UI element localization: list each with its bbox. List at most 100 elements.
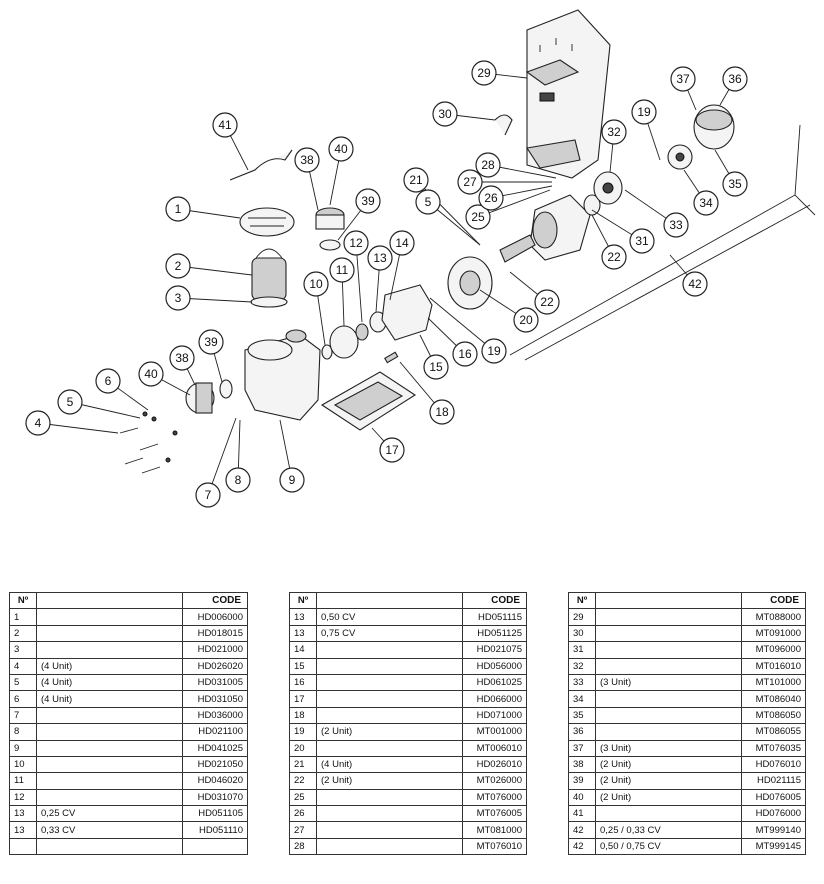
- description-cell: 0,25 CV: [36, 805, 183, 823]
- code-cell: MT101000: [741, 673, 806, 692]
- description-cell: [36, 739, 183, 757]
- callout-label-1: 1: [175, 202, 182, 216]
- o-ring-part: [321, 344, 333, 360]
- callout-label-14: 14: [395, 236, 409, 250]
- description-cell: [316, 673, 463, 692]
- description-cell: (4 Unit): [36, 690, 183, 708]
- table-row: 38(2 Unit)HD076010: [568, 755, 806, 774]
- description-cell: [595, 805, 742, 823]
- code-cell: MT086040: [741, 690, 806, 708]
- table-row: 12 HD031070: [9, 788, 248, 807]
- part-number-cell: 41: [568, 805, 596, 823]
- rotor-part: [499, 234, 536, 263]
- callout-circle: [57, 389, 83, 415]
- code-cell: MT076000: [462, 788, 527, 807]
- table-row: 6(4 Unit)HD031050: [9, 690, 248, 708]
- code-cell: HD066000: [462, 690, 527, 708]
- callout-circle: [670, 66, 696, 92]
- base-part: [320, 371, 417, 431]
- callout-label-12: 12: [349, 236, 363, 250]
- code-cell: HD021100: [182, 723, 248, 741]
- callout-label-28: 28: [481, 158, 495, 172]
- callout-label-36: 36: [728, 72, 742, 86]
- description-cell: [316, 657, 463, 675]
- callout-circle: [432, 101, 458, 127]
- code-cell: HD021075: [462, 641, 527, 659]
- callout-label-5: 5: [67, 395, 74, 409]
- table-row: 8 HD021100: [9, 723, 248, 741]
- code-cell: [182, 837, 248, 856]
- part-number-cell: 40: [568, 788, 596, 807]
- callout-circle: [629, 228, 655, 254]
- description-cell: (2 Unit): [316, 723, 463, 741]
- part-number-cell: 33: [568, 673, 596, 692]
- callout-circle: [682, 271, 708, 297]
- callout-label-29: 29: [477, 66, 491, 80]
- code-cell: HD031005: [182, 673, 248, 692]
- callout-circle: [478, 185, 504, 211]
- description-cell: [36, 772, 183, 790]
- description-cell: [595, 657, 742, 675]
- code-cell: HD031070: [182, 788, 248, 807]
- part-number-cell: 13: [9, 805, 37, 823]
- description-cell: [36, 706, 183, 725]
- callout-label-19: 19: [637, 105, 651, 119]
- description-cell: 0,33 CV: [36, 821, 183, 839]
- description-cell: [316, 706, 463, 725]
- description-cell: (2 Unit): [595, 788, 742, 807]
- description-cell: [595, 624, 742, 643]
- description-cell: [316, 821, 463, 839]
- part-number-cell: 12: [9, 788, 37, 807]
- description-cell: (4 Unit): [36, 673, 183, 692]
- description-cell: (4 Unit): [316, 755, 463, 774]
- callout-circle: [165, 196, 191, 222]
- callout-circle: [471, 60, 497, 86]
- callout-label-40: 40: [144, 367, 158, 381]
- callout-label-20: 20: [519, 313, 533, 327]
- callout-label-40: 40: [334, 142, 348, 156]
- description-cell: [316, 788, 463, 807]
- part-number-cell: 36: [568, 723, 596, 741]
- description-cell: [316, 837, 463, 856]
- callout-circle: [329, 257, 355, 283]
- part-number-cell: 39: [568, 772, 596, 790]
- description-cell: [595, 690, 742, 708]
- table-row: 37(3 Unit)MT076035: [568, 739, 806, 757]
- callout-label-15: 15: [429, 360, 443, 374]
- callout-circle: [195, 482, 221, 508]
- callout-label-37: 37: [676, 72, 690, 86]
- part-number-cell: 8: [9, 723, 37, 741]
- table-header-row: Nº CODE: [9, 591, 248, 610]
- callout-circle: [165, 253, 191, 279]
- pump-body-part: [244, 329, 321, 421]
- description-cell: [316, 739, 463, 757]
- callout-circle: [169, 345, 195, 371]
- callout-circle: [225, 467, 251, 493]
- part-number-cell: 42: [568, 821, 596, 839]
- description-cell: (2 Unit): [316, 772, 463, 790]
- callout-label-8: 8: [235, 473, 242, 487]
- union-gasket-upper: [319, 239, 341, 251]
- part-number-cell: 30: [568, 624, 596, 643]
- part-number-cell: 22: [289, 772, 317, 790]
- description-cell: [595, 723, 742, 741]
- desc-header: [36, 591, 183, 610]
- callout-label-34: 34: [699, 196, 713, 210]
- no-header: Nº: [9, 591, 37, 610]
- callout-label-6: 6: [105, 374, 112, 388]
- callout-circle: [452, 341, 478, 367]
- description-cell: [595, 608, 742, 626]
- callout-label-11: 11: [336, 263, 349, 277]
- description-cell: (2 Unit): [595, 772, 742, 790]
- code-cell: MT076035: [741, 739, 806, 757]
- union-gasket-lower: [219, 379, 233, 399]
- description-cell: [36, 837, 183, 856]
- callout-circle: [389, 230, 415, 256]
